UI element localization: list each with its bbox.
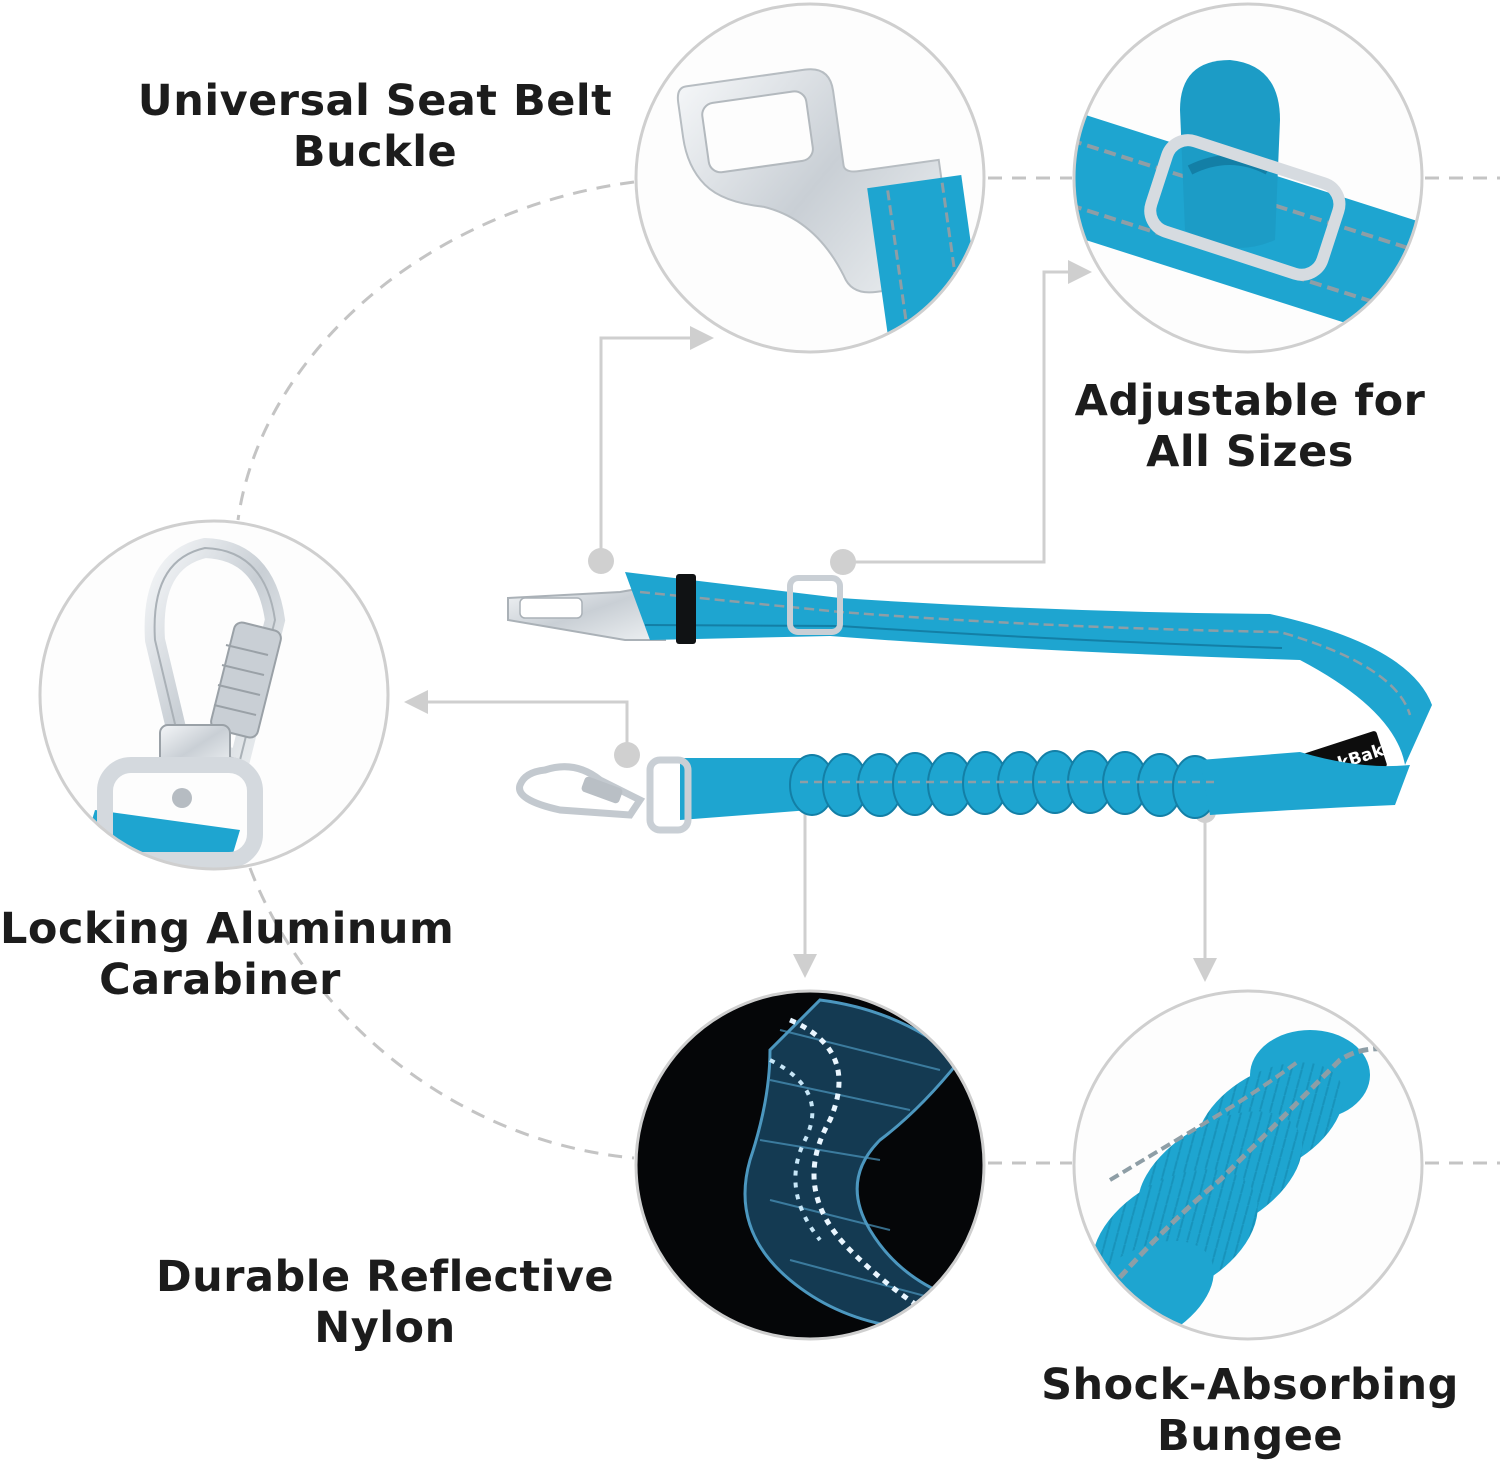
carabiner-closeup	[38, 519, 390, 871]
label-adjustable: Adjustable for All Sizes	[1074, 376, 1426, 477]
label-bungee: Shock-Absorbing Bungee	[1041, 1360, 1459, 1461]
main-leash: APakBak	[507, 572, 1432, 834]
adjustable-slider-closeup	[1072, 2, 1424, 354]
label-carabiner: Locking Aluminum Carabiner	[0, 904, 455, 1005]
label-seat-belt-buckle: Universal Seat Belt Buckle	[137, 76, 613, 177]
bungee-closeup	[1072, 989, 1424, 1341]
seat-belt-buckle-closeup	[634, 2, 986, 354]
arrow-heads	[404, 260, 1217, 982]
label-reflective-nylon: Durable Reflective Nylon	[155, 1252, 615, 1353]
dashed-connectors	[236, 176, 1500, 1165]
reflective-nylon-closeup	[634, 989, 986, 1341]
bungee-ruffles	[789, 750, 1218, 819]
